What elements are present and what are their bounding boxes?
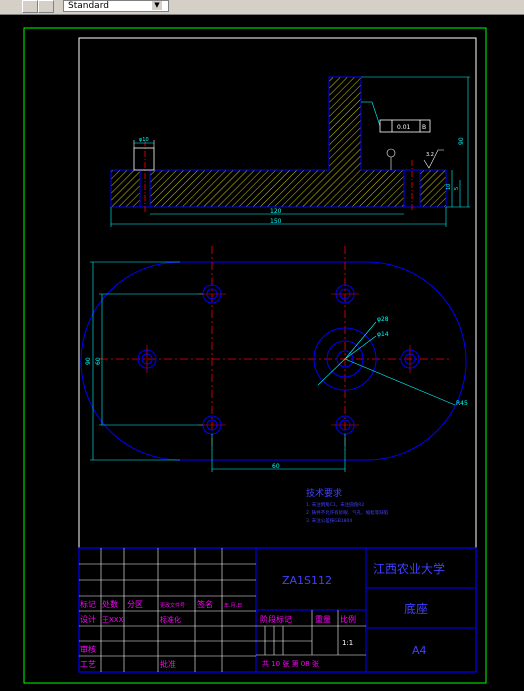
dim-height-inner: 60 bbox=[95, 357, 102, 365]
label-std: 标准化 bbox=[160, 615, 181, 624]
label-review: 审核 bbox=[80, 644, 96, 654]
notes-line-3: 3. 未注公差按GB1804 bbox=[306, 517, 352, 524]
dim-width-total: 150 bbox=[270, 218, 282, 225]
label-date: 年.月.日 bbox=[224, 602, 242, 609]
designer-name: 王XXX bbox=[102, 616, 124, 624]
label-sign: 签名 bbox=[197, 599, 213, 609]
label-zone: 分区 bbox=[127, 600, 143, 609]
front-view: φ10 120 150 90 5 10 0.01 B 3.2 bbox=[110, 76, 470, 227]
label-mark: 标记 bbox=[80, 599, 96, 609]
notes-title: 技术要求 bbox=[306, 487, 342, 499]
tolerance-value: 0.01 bbox=[397, 124, 411, 131]
label-ratio: 比例 bbox=[340, 614, 356, 624]
text-style-value: Standard bbox=[68, 1, 109, 11]
top-view: φ28 φ14 R45 90 60 60 bbox=[80, 246, 468, 472]
notes-line-1: 1. 未注倒角C1，未注圆角R2 bbox=[306, 501, 364, 508]
text-style-icon[interactable] bbox=[38, 0, 54, 13]
hole-dim-label: φ10 bbox=[139, 137, 149, 143]
label-weight: 重量 bbox=[315, 614, 331, 624]
technical-notes: 技术要求 1. 未注倒角C1，未注圆角R2 2. 铸件不允许有砂眼、气孔、缩松等… bbox=[306, 487, 389, 524]
part-name: 底座 bbox=[404, 601, 428, 616]
dim-small-hole: φ14 bbox=[377, 331, 389, 338]
dim-height-outer: 90 bbox=[85, 357, 92, 365]
label-stage: 阶段标记 bbox=[260, 614, 292, 624]
small-dim-a: 5 bbox=[454, 187, 460, 190]
sheet-border-outer bbox=[23, 27, 487, 684]
dim-hole-spacing: 60 bbox=[272, 463, 280, 470]
label-design: 设计 bbox=[80, 614, 96, 624]
toolbar: Standard ▼ bbox=[0, 0, 524, 15]
cad-drawing-canvas[interactable]: φ10 120 150 90 5 10 0.01 B 3.2 bbox=[0, 14, 524, 686]
text-style-select[interactable]: Standard bbox=[63, 0, 169, 12]
scale-value: 1:1 bbox=[342, 639, 353, 647]
dim-height-right: 90 bbox=[458, 137, 465, 145]
dim-width-bottom: 120 bbox=[270, 208, 282, 215]
dim-big-hole: φ28 bbox=[377, 316, 389, 323]
dim-radius: R45 bbox=[456, 400, 468, 407]
label-count: 处数 bbox=[102, 599, 118, 609]
school-name: 江西农业大学 bbox=[373, 561, 445, 576]
label-docno: 更改文件号 bbox=[160, 602, 185, 609]
chevron-down-icon[interactable]: ▼ bbox=[152, 1, 162, 10]
label-approve: 批准 bbox=[160, 659, 176, 669]
small-dim-b: 10 bbox=[446, 184, 452, 190]
status-strip bbox=[0, 686, 524, 691]
toolbar-button[interactable] bbox=[22, 0, 38, 13]
paper-size: A4 bbox=[412, 644, 427, 657]
tolerance-datum: B bbox=[422, 124, 426, 131]
title-block: 标记 处数 分区 更改文件号 签名 年.月.日 设计 王XXX 标准化 审核 工… bbox=[78, 547, 477, 673]
notes-line-2: 2. 铸件不允许有砂眼、气孔、缩松等缺陷 bbox=[306, 509, 389, 516]
sheet-count: 共 10 张 第 08 张 bbox=[262, 659, 319, 668]
label-process: 工艺 bbox=[80, 660, 96, 669]
drawing-number: ZA1S112 bbox=[282, 574, 332, 587]
roughness-value: 3.2 bbox=[426, 152, 434, 158]
